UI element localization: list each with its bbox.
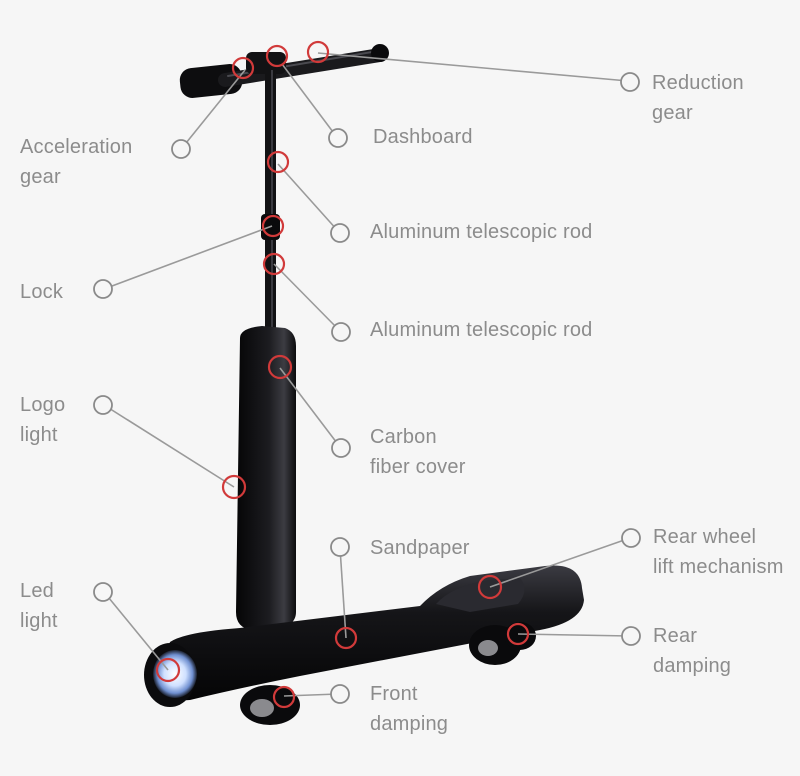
leader-lines xyxy=(103,52,631,697)
leader-telescopic-rod-lower xyxy=(273,263,341,332)
leader-lock xyxy=(103,225,273,290)
label-sandpaper: Sandpaper xyxy=(370,537,470,559)
marker-logo-light xyxy=(221,474,247,500)
label-reduction-gear: Reduction gear xyxy=(652,72,744,124)
dashboard-housing xyxy=(246,52,286,74)
marker-telescopic-rod-upper xyxy=(266,150,290,174)
label-rear-damping: Rear damping xyxy=(653,625,732,677)
anchor-telescopic-rod-lower xyxy=(331,322,351,342)
left-grip xyxy=(179,64,243,98)
marker-front-damping xyxy=(272,685,296,709)
leader-telescopic-rod-upper xyxy=(277,163,339,232)
label-anchors xyxy=(93,72,641,704)
deck xyxy=(144,565,584,725)
marker-reduction-gear xyxy=(306,40,330,64)
leader-rear-damping xyxy=(517,633,631,637)
anchor-led-light xyxy=(93,582,113,602)
anchor-logo-light xyxy=(93,395,113,415)
marker-lock xyxy=(261,214,285,238)
anchor-lock xyxy=(93,279,113,299)
leader-acceleration-gear xyxy=(181,69,246,149)
anchor-acceleration-gear xyxy=(171,139,191,159)
marker-led-light xyxy=(155,657,181,683)
marker-carbon-fiber-cover xyxy=(267,354,293,380)
leader-rear-wheel-lift xyxy=(489,537,631,588)
leader-carbon-fiber-cover xyxy=(279,367,341,448)
label-telescopic-rod-upper: Aluminum telescopic rod xyxy=(370,221,593,243)
label-carbon-fiber-cover: Carbon fiber cover xyxy=(370,426,466,478)
upper-telescopic-rod xyxy=(265,70,276,340)
anchor-front-damping xyxy=(330,684,350,704)
anchor-rear-damping xyxy=(621,626,641,646)
label-lock: Lock xyxy=(20,281,64,303)
label-led-light: Led light xyxy=(20,580,58,632)
marker-dashboard xyxy=(265,44,289,68)
label-telescopic-rod-lower: Aluminum telescopic rod xyxy=(370,319,593,341)
label-front-damping: Front damping xyxy=(370,683,449,735)
anchor-rear-wheel-lift xyxy=(621,528,641,548)
leader-led-light xyxy=(103,591,169,671)
label-acceleration-gear: Acceleration gear xyxy=(20,136,133,188)
anchor-dashboard xyxy=(328,128,348,148)
marker-telescopic-rod-lower xyxy=(262,252,286,276)
leader-reduction-gear xyxy=(317,52,629,82)
led-light-lens xyxy=(153,650,197,698)
rear-wheel-left-hub xyxy=(478,640,498,656)
rod-highlight xyxy=(271,70,273,340)
marker-sandpaper xyxy=(334,626,358,650)
rear-wheel-lift-housing xyxy=(436,578,525,612)
leader-logo-light xyxy=(103,404,235,488)
marker-acceleration-gear xyxy=(231,56,255,80)
front-wheel-hub xyxy=(250,699,274,717)
anchor-reduction-gear xyxy=(620,72,640,92)
anchor-carbon-fiber-cover xyxy=(331,438,351,458)
part-markers xyxy=(155,40,530,709)
leader-sandpaper xyxy=(339,547,347,639)
anchor-sandpaper xyxy=(330,537,350,557)
label-rear-wheel-lift: Rear wheel lift mechanism xyxy=(653,526,784,578)
anchor-telescopic-rod-upper xyxy=(330,223,350,243)
handlebar xyxy=(179,44,389,98)
label-logo-light: Logo light xyxy=(20,394,66,446)
carbon-fiber-cover-shape xyxy=(236,326,296,630)
marker-rear-wheel-lift xyxy=(477,574,503,600)
marker-rear-damping xyxy=(506,622,530,646)
label-dashboard: Dashboard xyxy=(373,126,473,148)
stem xyxy=(236,70,296,630)
leader-dashboard xyxy=(281,63,337,137)
